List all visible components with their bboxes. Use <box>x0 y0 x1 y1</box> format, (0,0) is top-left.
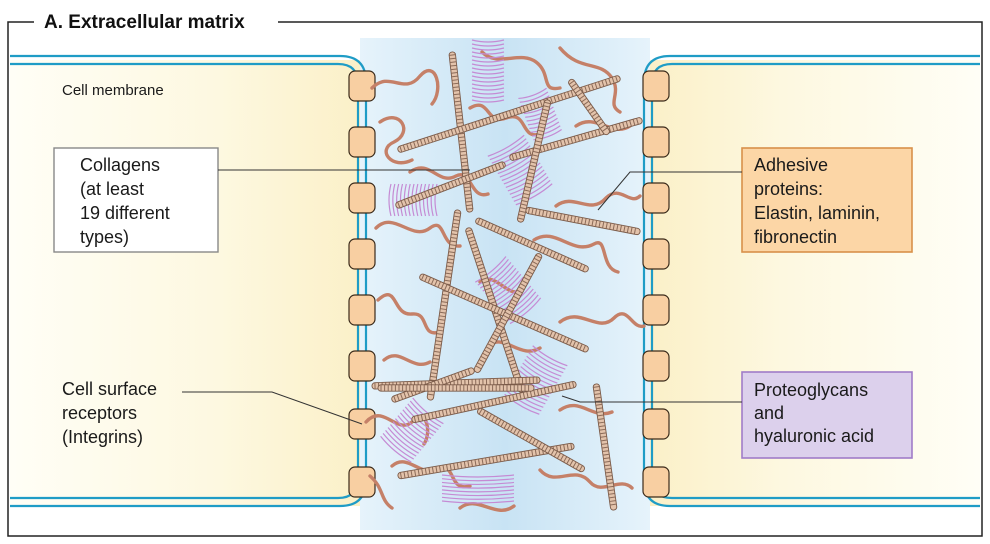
integrin-receptor <box>348 466 376 498</box>
proteoglycans-label-box <box>741 371 913 459</box>
collagen-fiber <box>397 442 575 480</box>
collagen-fiber <box>395 161 506 209</box>
cell-membrane-label: Cell membrane <box>62 82 164 99</box>
collagens-label: Collagens (at least 19 different types) <box>80 155 175 247</box>
collagen-fiber <box>397 75 621 153</box>
leader-lines <box>182 169 742 425</box>
proteoglycan <box>441 474 515 504</box>
integrin-receptor <box>348 350 376 382</box>
collagen-fiber <box>411 380 577 424</box>
collagen-fiber <box>525 206 641 236</box>
integrin-receptor <box>642 466 670 498</box>
adhesive-proteins-label-box <box>741 147 913 253</box>
integrin-receptor <box>348 70 376 102</box>
integrin-receptor <box>642 70 670 102</box>
adhesive-proteins-leader-line <box>597 171 742 211</box>
proteoglycan <box>471 39 505 103</box>
collagen-fiber <box>473 253 543 373</box>
integrin-receptor <box>642 408 670 440</box>
integrin-receptor <box>642 182 670 214</box>
proteoglycans-label: Proteoglycans and hyaluronic acid <box>754 380 874 446</box>
title-backing <box>34 8 278 34</box>
adhesive-proteins-label: Adhesive proteins: Elastin, laminin, fib… <box>754 155 885 247</box>
collagen-fiber <box>377 384 535 392</box>
receptors-leader-line <box>182 391 363 425</box>
integrin-receptor <box>642 238 670 270</box>
adhesive-protein-fibers <box>364 46 646 512</box>
left-cell <box>10 60 360 506</box>
integrin-receptor <box>348 126 376 158</box>
integrin-receptor <box>642 294 670 326</box>
proteoglycans-leader-line <box>561 395 742 403</box>
collagen-fiber <box>517 99 551 223</box>
figure-title: A. Extracellular matrix <box>44 12 245 33</box>
integrin-receptor <box>348 238 376 270</box>
collagen-fiber <box>477 407 585 473</box>
collagen-fiber <box>475 217 589 273</box>
collagen-fiber <box>426 209 462 401</box>
integrin-receptor <box>642 350 670 382</box>
collagen-fiber <box>568 78 610 136</box>
collagens-label-box <box>53 147 219 253</box>
integrin-receptor <box>348 182 376 214</box>
collagen-fiber <box>509 117 643 161</box>
integrin-receptor <box>642 126 670 158</box>
integrin-receptor <box>348 294 376 326</box>
collagen-fibers <box>371 51 643 511</box>
left-cell-membrane <box>10 54 368 508</box>
integrins <box>348 70 670 498</box>
cell-surface-receptors-label: Cell surface receptors (Integrins) <box>62 379 162 447</box>
